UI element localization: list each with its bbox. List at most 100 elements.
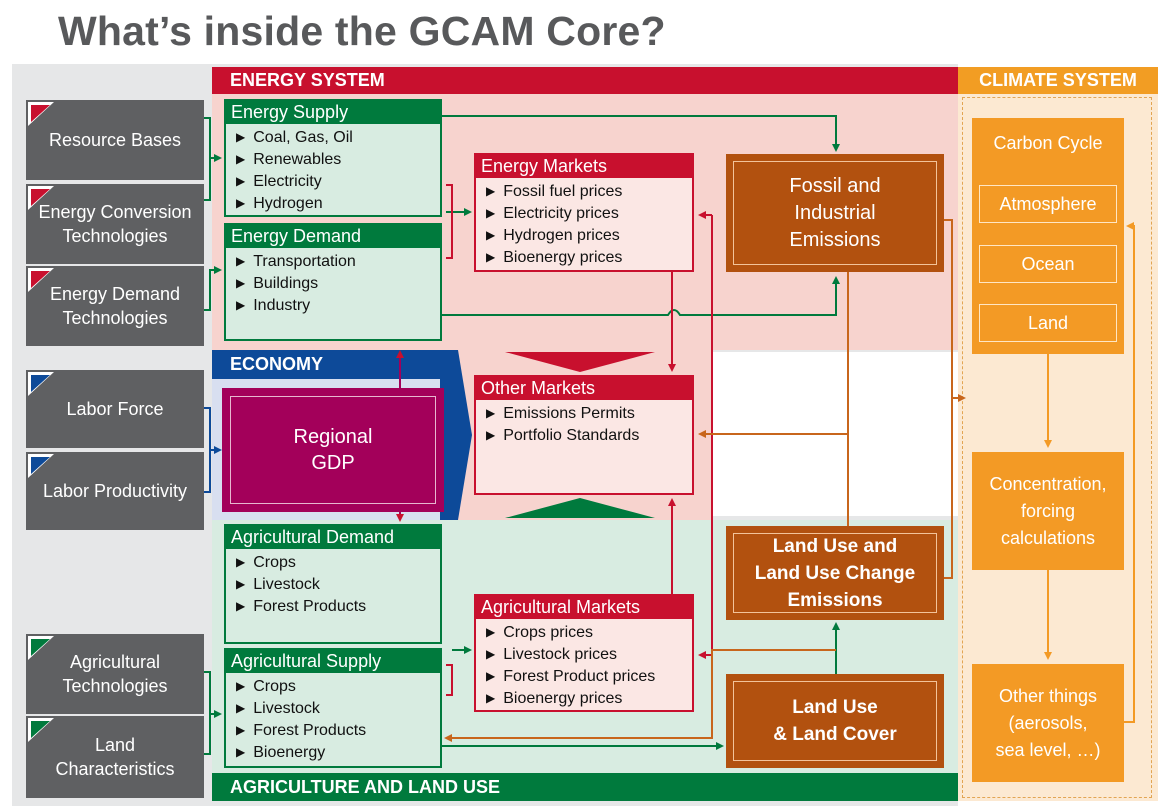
labor-force-label: Labor Force [66, 399, 164, 419]
fossil-industrial-emissions-box: Fossil and Industrial Emissions [726, 154, 944, 272]
agriculture-up-triangle [505, 498, 655, 518]
energy-conversion-line2: Technologies [62, 226, 168, 246]
list-item: Bioenergy prices [486, 247, 692, 269]
fossil-line1: Fossil and [789, 174, 881, 197]
regional-gdp-box: Regional GDP [222, 388, 444, 512]
land-box: Land [979, 304, 1117, 342]
list-item: Buildings [236, 273, 440, 295]
fossil-line2: Industrial [794, 201, 876, 224]
fossil-line3: Emissions [789, 228, 881, 251]
list-item: Industry [236, 295, 440, 317]
other-things-line3: sea level, …) [995, 739, 1101, 760]
energy-demand-tech-line1: Energy Demand [49, 284, 181, 304]
concentration-line2: forcing [1020, 500, 1076, 521]
concentration-line3: calculations [1000, 527, 1096, 548]
climate-system-header: CLIMATE SYSTEM [958, 67, 1158, 94]
agricultural-tech-box: Agricultural Technologies [26, 634, 204, 714]
luc-line1: Land Use and [772, 535, 898, 557]
other-things-line2: (aerosols, [1008, 712, 1088, 733]
cover-line1: Land Use [792, 697, 878, 718]
luc-line3: Emissions [787, 589, 883, 611]
resource-bases-label: Resource Bases [48, 130, 182, 150]
energy-supply-title: Energy Supply [226, 101, 440, 124]
energy-demand-tech-box: Energy Demand Technologies [26, 266, 204, 346]
energy-down-triangle [505, 352, 655, 372]
energy-conversion-box: Energy Conversion Technologies [26, 184, 204, 264]
regional-gdp-line2: GDP [311, 452, 355, 474]
energy-demand-tech-line2: Technologies [62, 308, 168, 328]
agricultural-markets-title: Agricultural Markets [476, 596, 692, 619]
page-title: What’s inside the GCAM Core? [58, 8, 666, 54]
energy-system-header: ENERGY SYSTEM [212, 67, 958, 94]
land-characteristics-line1: Land [94, 735, 136, 755]
list-item: Forest Products [236, 596, 440, 618]
list-item: Hydrogen prices [486, 225, 692, 247]
economy-header: ECONOMY [212, 350, 458, 379]
energy-conversion-line1: Energy Conversion [38, 202, 192, 222]
agricultural-supply-box: Agricultural Supply Crops Livestock Fore… [224, 648, 442, 768]
list-item: Forest Products [236, 720, 440, 742]
list-item: Forest Product prices [486, 666, 692, 688]
economy-flag-icon [28, 454, 54, 478]
list-item: Transportation [236, 251, 440, 273]
list-item: Bioenergy [236, 742, 440, 764]
land-use-land-cover-box: Land Use & Land Cover [726, 674, 944, 768]
ocean-box: Ocean [979, 245, 1117, 283]
other-markets-box: Other Markets Emissions Permits Portfoli… [474, 375, 694, 495]
regional-gdp-inner-border [230, 396, 436, 504]
land-characteristics-line2: Characteristics [55, 759, 175, 779]
list-item: Crops [236, 676, 440, 698]
land-cover-inner-border [733, 681, 937, 761]
list-item: Livestock [236, 574, 440, 596]
labor-productivity-label: Labor Productivity [42, 481, 188, 501]
agriculture-flag-icon [28, 718, 54, 742]
atmosphere-box: Atmosphere [979, 185, 1117, 223]
resource-bases-box: Resource Bases [26, 100, 204, 180]
energy-demand-box: Energy Demand Transportation Buildings I… [224, 223, 442, 341]
other-things-box: Other things (aerosols, sea level, …) [972, 664, 1124, 782]
other-things-line1: Other things [998, 685, 1098, 706]
concentration-line1: Concentration, [989, 473, 1107, 494]
list-item: Livestock prices [486, 644, 692, 666]
agricultural-markets-box: Agricultural Markets Crops prices Livest… [474, 594, 694, 712]
economy-chevron [440, 350, 472, 520]
labor-force-box: Labor Force [26, 370, 204, 448]
energy-supply-box: Energy Supply Coal, Gas, Oil Renewables … [224, 99, 442, 217]
luc-emissions-inner-border [733, 533, 937, 613]
list-item: Livestock [236, 698, 440, 720]
list-item: Portfolio Standards [486, 425, 692, 447]
list-item: Coal, Gas, Oil [236, 127, 440, 149]
luc-line2: Land Use Change [754, 562, 916, 584]
list-item: Electricity prices [486, 203, 692, 225]
energy-flag-icon [28, 102, 54, 126]
labor-productivity-box: Labor Productivity [26, 452, 204, 530]
energy-markets-box: Energy Markets Fossil fuel prices Electr… [474, 153, 694, 272]
list-item: Renewables [236, 149, 440, 171]
energy-flag-icon [28, 268, 54, 292]
agriculture-flag-icon [28, 636, 54, 660]
other-markets-title: Other Markets [476, 377, 692, 400]
list-item: Crops [236, 552, 440, 574]
agricultural-tech-line1: Agricultural [69, 652, 161, 672]
economy-flag-icon [28, 372, 54, 396]
land-use-change-emissions-box: Land Use and Land Use Change Emissions [726, 526, 944, 620]
carbon-cycle-label: Carbon Cycle [993, 133, 1103, 153]
concentration-box: Concentration, forcing calculations [972, 452, 1124, 570]
list-item: Emissions Permits [486, 403, 692, 425]
agricultural-demand-box: Agricultural Demand Crops Livestock Fore… [224, 524, 442, 644]
list-item: Bioenergy prices [486, 688, 692, 710]
list-item: Crops prices [486, 622, 692, 644]
agricultural-supply-title: Agricultural Supply [226, 650, 440, 673]
list-item: Fossil fuel prices [486, 181, 692, 203]
fossil-emissions-inner-border [733, 161, 937, 265]
energy-flag-icon [28, 186, 54, 210]
cover-line2: & Land Cover [773, 724, 897, 745]
regional-gdp-line1: Regional [293, 426, 373, 448]
list-item: Hydrogen [236, 193, 440, 215]
climate-dashed-border [962, 97, 1152, 798]
energy-markets-title: Energy Markets [476, 155, 692, 178]
land-characteristics-box: Land Characteristics [26, 716, 204, 798]
agricultural-demand-title: Agricultural Demand [226, 526, 440, 549]
energy-demand-title: Energy Demand [226, 225, 440, 248]
